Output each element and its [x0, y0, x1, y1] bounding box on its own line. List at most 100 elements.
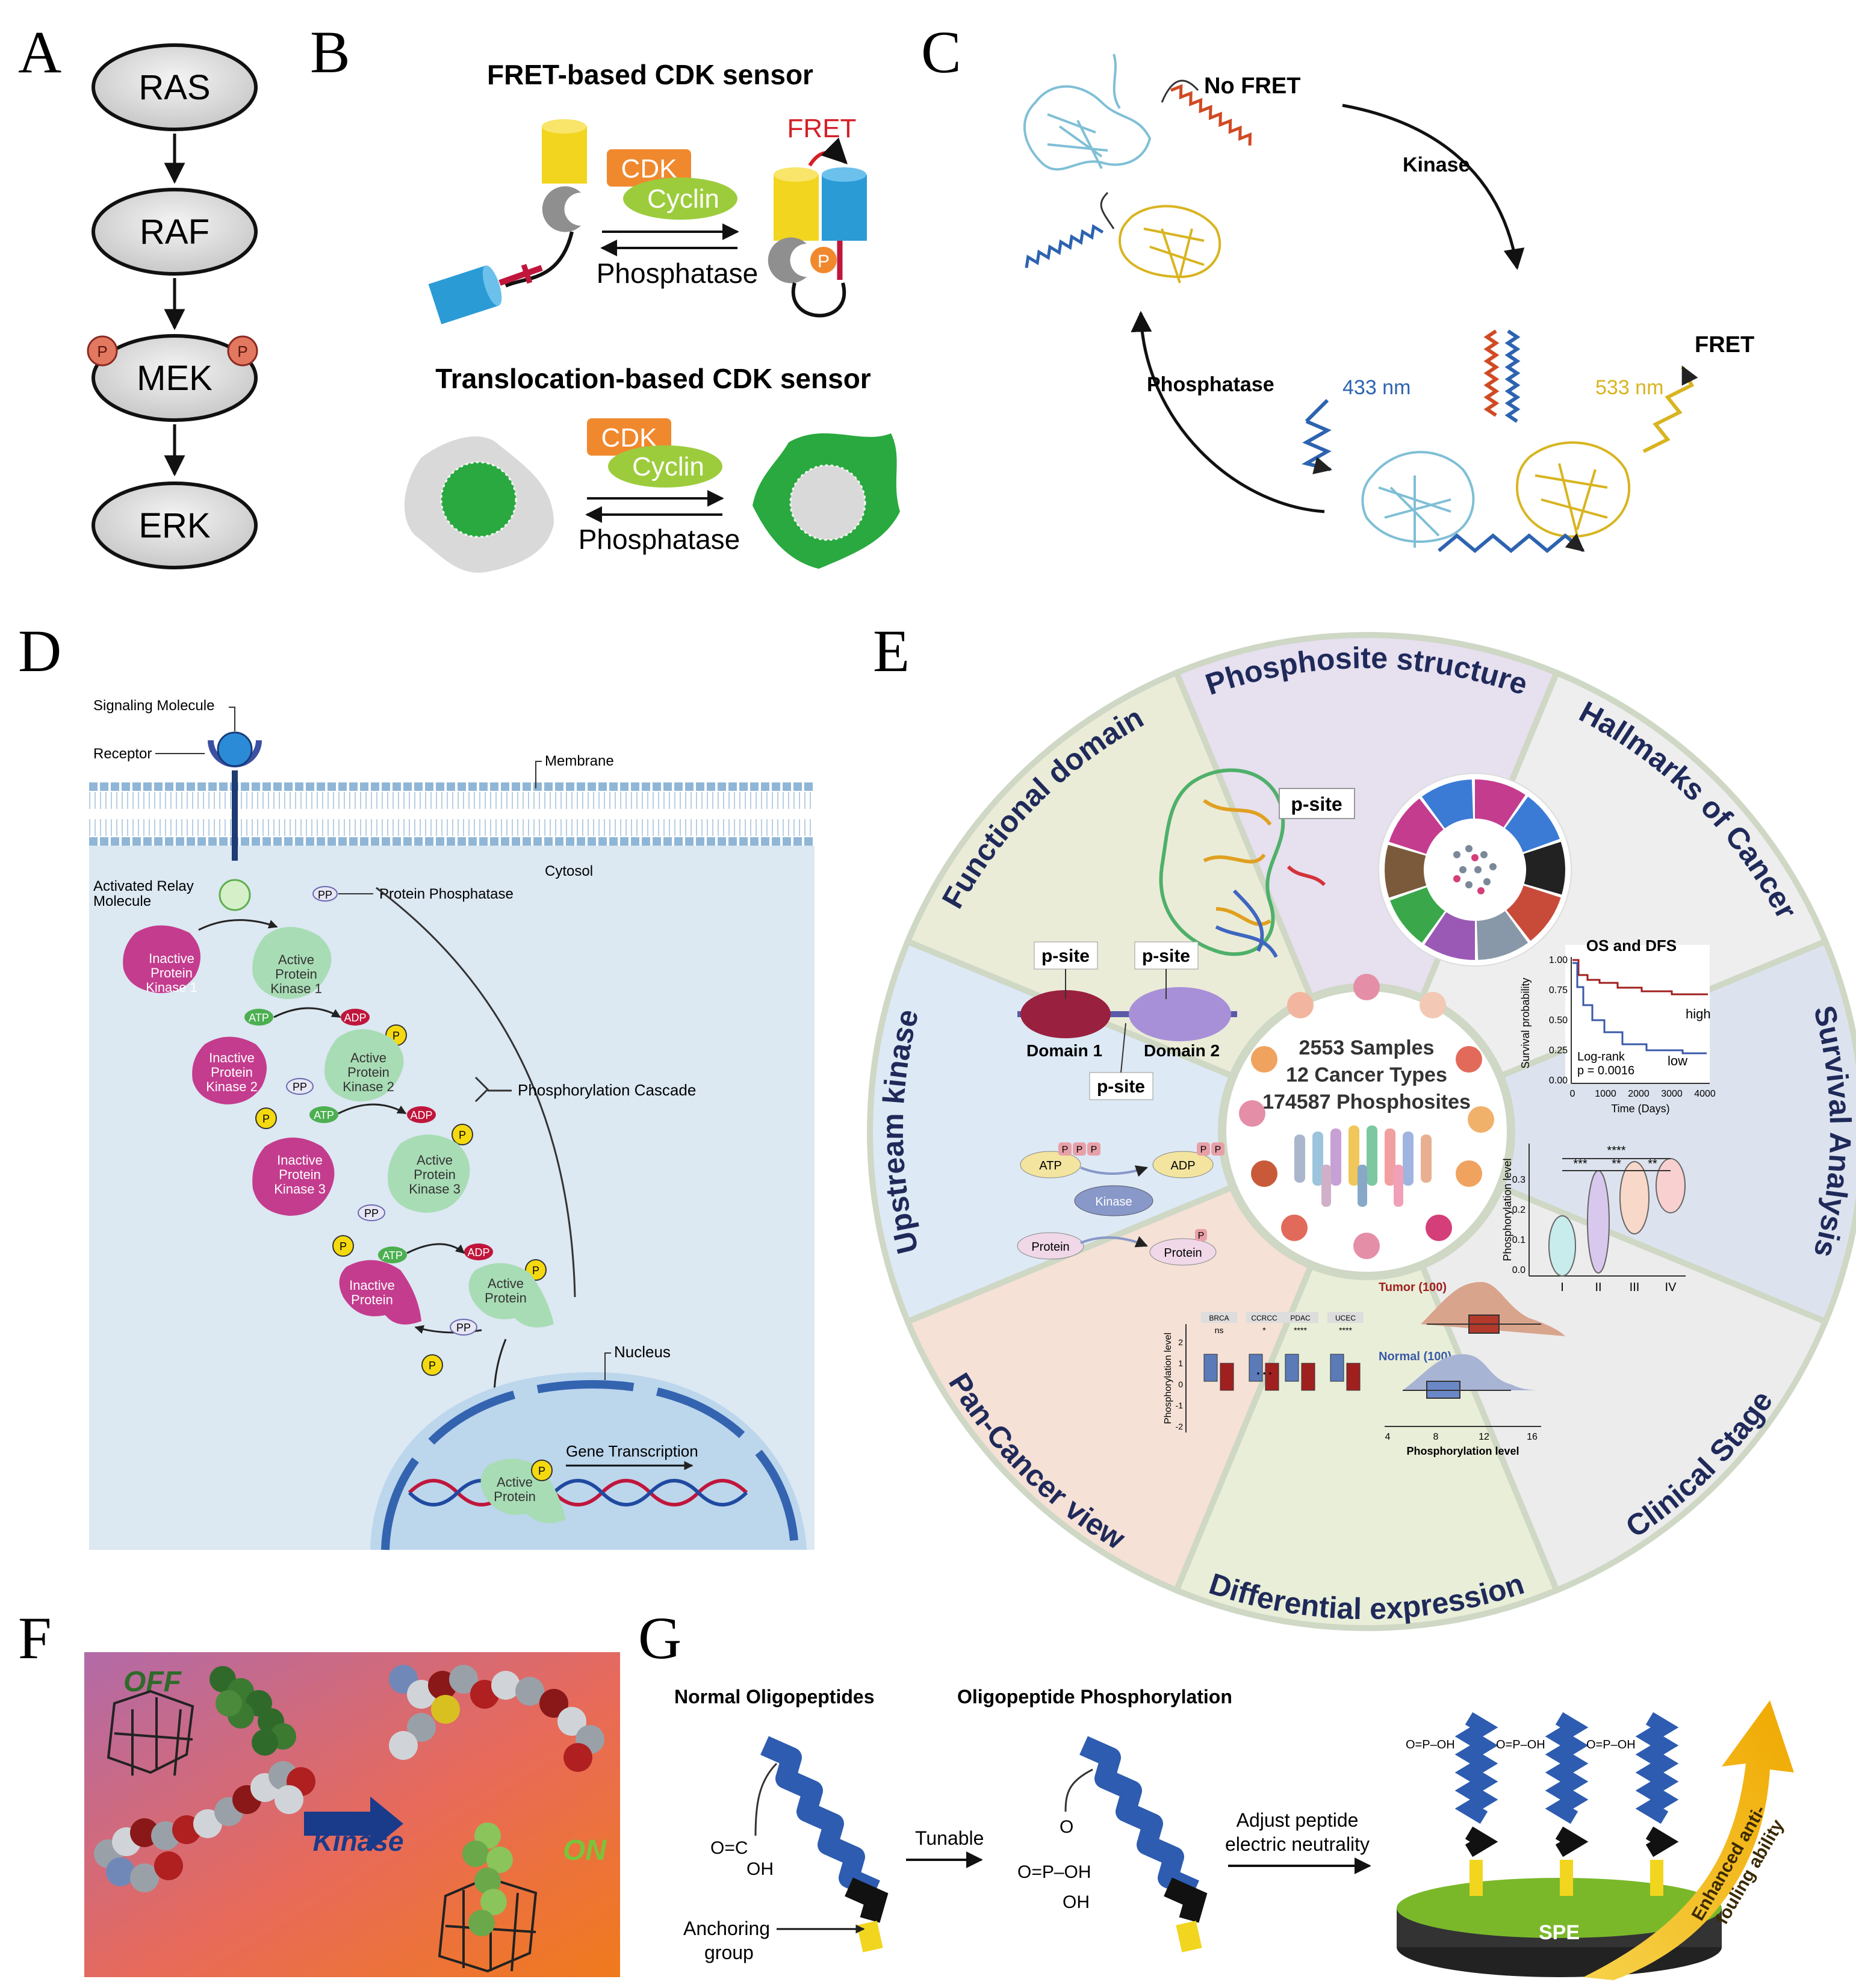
tick-label: 4: [1385, 1432, 1391, 1442]
normal-label: Normal (100): [1379, 1350, 1451, 1363]
tick-label: 8: [1433, 1432, 1439, 1442]
oligopeptide-phosphorylation-title: Oligopeptide Phosphorylation: [957, 1686, 1232, 1708]
node-ras: RAS: [92, 43, 258, 131]
panel-f: F OFF Kinase: [18, 1605, 620, 1977]
svg-text:P: P: [429, 1360, 436, 1372]
tick-label: I: [1560, 1281, 1564, 1294]
survival-curve-low: [1572, 962, 1707, 1054]
svg-text:Inactive: Inactive: [209, 1050, 255, 1065]
pan-group-header: [1201, 1312, 1237, 1323]
activated-relay-label-1: Activated Relay: [93, 878, 194, 894]
pan-group-header: [1246, 1312, 1282, 1323]
pvalue-label: p = 0.0016: [1577, 1064, 1634, 1077]
svg-text:ATP: ATP: [382, 1249, 403, 1262]
pan-group-header: [1327, 1312, 1364, 1323]
hallmark-segment: [1475, 779, 1525, 828]
tick-label: 0: [1178, 1380, 1183, 1389]
tick-label: 3000: [1661, 1089, 1683, 1099]
svg-text:Active: Active: [417, 1153, 453, 1168]
relay-molecule: [219, 879, 251, 911]
tick-label: 4000: [1694, 1089, 1716, 1099]
svg-text:Protein: Protein: [279, 1167, 321, 1182]
organ-icons: [1239, 974, 1494, 1259]
enhanced-arrow: [1583, 1700, 1794, 1980]
upstream-protein-in: Protein: [1031, 1240, 1069, 1254]
center-samples: 2553 Samples: [1299, 1036, 1435, 1059]
cell-cytoplasmic: [753, 433, 900, 569]
nucleus-green: [440, 461, 517, 538]
svg-text:P: P: [1062, 1145, 1069, 1155]
stage-sig-4: **: [1648, 1157, 1657, 1171]
active-kinase-3: Active Protein Kinase 3: [388, 1135, 470, 1213]
inactive-protein: Inactive Protein: [339, 1260, 421, 1325]
stage-sig-3: **: [1612, 1157, 1621, 1171]
yellow-fluorophore: [542, 126, 587, 184]
survival-title: OS and DFS: [1586, 937, 1677, 955]
peptide-chain-on: [389, 1665, 604, 1772]
svg-text:Active: Active: [497, 1475, 533, 1490]
hallmark-segment: [1421, 779, 1474, 829]
svg-text:Kinase 2: Kinase 2: [343, 1079, 394, 1094]
svg-text:P: P: [1091, 1145, 1097, 1155]
tick-label: III: [1630, 1281, 1640, 1294]
cyclin-label-2: Cyclin: [632, 452, 704, 482]
upstream-protein-out: Protein: [1164, 1246, 1202, 1260]
phospho-badge-right: [227, 335, 258, 367]
helix-array: [1454, 1712, 1679, 1896]
pp-label: PP: [318, 889, 332, 901]
tick-label: 0: [1570, 1089, 1575, 1099]
svg-text:O=P–OH: O=P–OH: [1586, 1738, 1636, 1751]
cdk-box: [607, 149, 691, 187]
center-summary: 2553 Samples 12 Cancer Types 174587 Phos…: [1239, 974, 1494, 1259]
pan-group-label: BRCA: [1209, 1314, 1229, 1322]
tick-label: 0.75: [1549, 985, 1568, 996]
blue-helix: [1025, 224, 1104, 268]
fret-label-c: FRET: [1695, 332, 1754, 358]
inactive-kinase-2: Inactive Protein Kinase 2: [192, 1036, 267, 1104]
people-crowd: [1294, 1126, 1432, 1207]
tick-label: 2: [1178, 1337, 1183, 1347]
svg-text:Protein: Protein: [485, 1290, 527, 1305]
svg-text:Kinase 2: Kinase 2: [206, 1079, 258, 1094]
normal-oligopeptides-title: Normal Oligopeptides: [674, 1686, 874, 1708]
phospho-label: P: [237, 342, 247, 361]
phosphatase-label-c: Phosphatase: [1147, 373, 1274, 396]
pan-group-sig: ****: [1339, 1325, 1352, 1335]
membrane: [89, 782, 815, 846]
pan-group-sig: ns: [1215, 1325, 1224, 1335]
svg-text:ADP: ADP: [467, 1246, 489, 1259]
svg-text:P: P: [1200, 1145, 1207, 1155]
node-ras-label: RAS: [138, 68, 210, 107]
svg-text:Protein: Protein: [414, 1167, 456, 1182]
phosphosite-structure-art: p-site: [1159, 768, 1355, 958]
hallmark-segment: [1385, 844, 1427, 898]
pan-group-label: CCRCC: [1251, 1314, 1277, 1322]
tick-label: 0.00: [1549, 1076, 1568, 1086]
yfp-protein-bottom: [1515, 441, 1631, 538]
svg-text:Inactive: Inactive: [349, 1278, 395, 1293]
tick-label: 2000: [1628, 1089, 1650, 1099]
phosphatase-label-fret: Phosphatase: [597, 258, 759, 289]
tick-label: 0.3: [1512, 1175, 1525, 1185]
pan-group-sig: ****: [1294, 1325, 1307, 1335]
svg-text:P: P: [459, 1129, 466, 1141]
blue-fluorophore: [428, 265, 502, 324]
cfp-protein-top: [1023, 54, 1152, 171]
survival-low-label: low: [1668, 1053, 1687, 1068]
svg-text:P: P: [532, 1265, 539, 1277]
signaling-molecule-label: Signaling Molecule: [93, 698, 214, 714]
svg-text:Protein: Protein: [151, 965, 193, 980]
functional-domain-art: p-site p-site p-site Domain 1 Domain 2: [1017, 941, 1237, 1100]
fret-sensor-open: [428, 119, 587, 324]
pan-ylabel: Phosphorylation level: [1163, 1333, 1173, 1424]
svg-text:Active: Active: [278, 952, 314, 967]
panel-letter-g: G: [638, 1605, 681, 1671]
tick-label: 0.50: [1549, 1015, 1568, 1026]
adp-label: ADP: [344, 1012, 366, 1024]
on-label: ON: [563, 1835, 607, 1866]
fret-sensor-closed: FRET P: [768, 114, 867, 318]
cyclin-label: Cyclin: [647, 184, 719, 214]
